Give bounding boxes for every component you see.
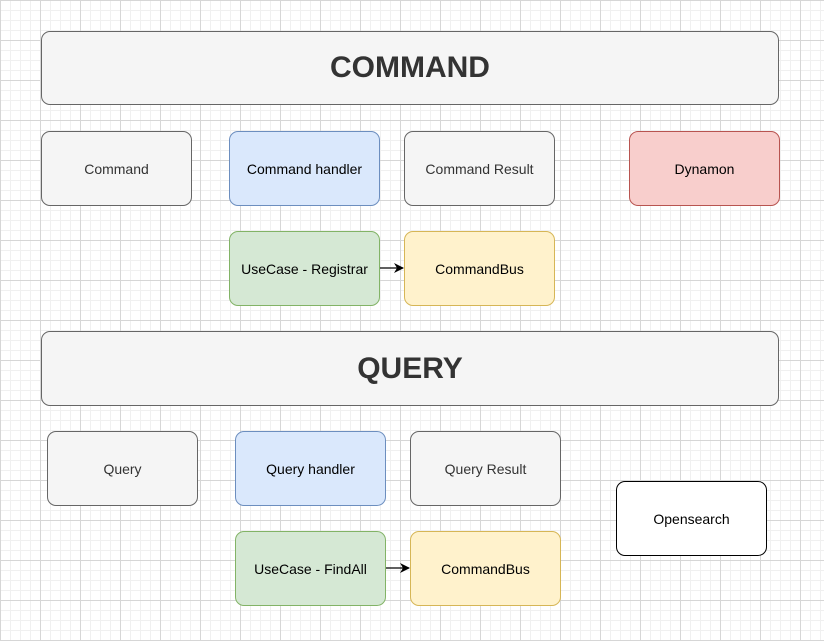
dynamon-node-label: Dynamon: [674, 160, 735, 177]
command-handler-node-label: Command handler: [246, 160, 363, 177]
query-node-label: Query: [103, 460, 142, 477]
query-handler-node-label: Query handler: [266, 460, 355, 477]
query-result-node[interactable]: Query Result: [410, 431, 561, 506]
command-bus-node-label: CommandBus: [435, 260, 524, 277]
dynamon-node[interactable]: Dynamon: [629, 131, 780, 206]
usecase-registrar-node[interactable]: UseCase - Registrar: [229, 231, 380, 306]
query-command-bus-node-label: CommandBus: [441, 560, 530, 577]
command-node-label: Command: [84, 160, 149, 177]
query-node[interactable]: Query: [47, 431, 198, 506]
opensearch-node-label: Opensearch: [653, 510, 730, 527]
command-banner[interactable]: COMMAND: [41, 31, 779, 105]
usecase-findall-node-label: UseCase - FindAll: [254, 560, 367, 577]
command-banner-title: COMMAND: [330, 51, 490, 84]
query-banner[interactable]: QUERY: [41, 331, 779, 406]
opensearch-node[interactable]: Opensearch: [616, 481, 767, 556]
command-result-node-label: Command Result: [425, 160, 534, 177]
query-result-node-label: Query Result: [444, 460, 527, 477]
usecase-registrar-node-label: UseCase - Registrar: [241, 260, 368, 277]
usecase-findall-node[interactable]: UseCase - FindAll: [235, 531, 386, 606]
command-handler-node[interactable]: Command handler: [229, 131, 380, 206]
query-banner-title: QUERY: [357, 351, 463, 385]
query-handler-node[interactable]: Query handler: [235, 431, 386, 506]
query-command-bus-node[interactable]: CommandBus: [410, 531, 561, 606]
command-node[interactable]: Command: [41, 131, 192, 206]
command-bus-node[interactable]: CommandBus: [404, 231, 555, 306]
command-result-node[interactable]: Command Result: [404, 131, 555, 206]
